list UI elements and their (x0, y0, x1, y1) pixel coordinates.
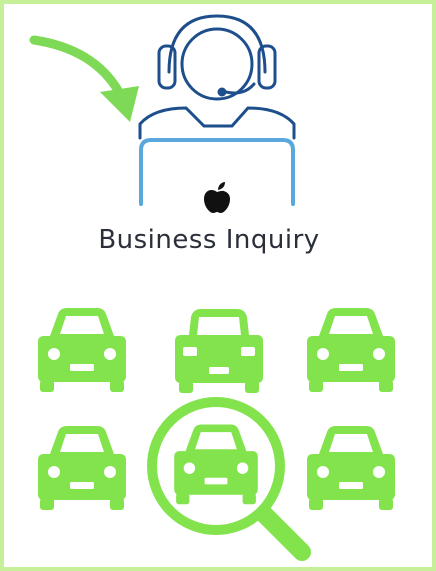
laptop-icon (139, 138, 295, 206)
illustration-canvas (29, 14, 395, 561)
car-icon (38, 308, 126, 392)
car-icon (38, 426, 126, 510)
magnifying-glass-icon (147, 397, 311, 561)
support-agent-icon (138, 14, 296, 140)
curved-arrow-icon (29, 35, 139, 122)
car-icon (175, 309, 263, 393)
car-icon (307, 426, 395, 510)
apple-logo-icon (204, 182, 230, 213)
car-icon (307, 308, 395, 392)
business-inquiry-title: Business Inquiry (98, 225, 320, 255)
